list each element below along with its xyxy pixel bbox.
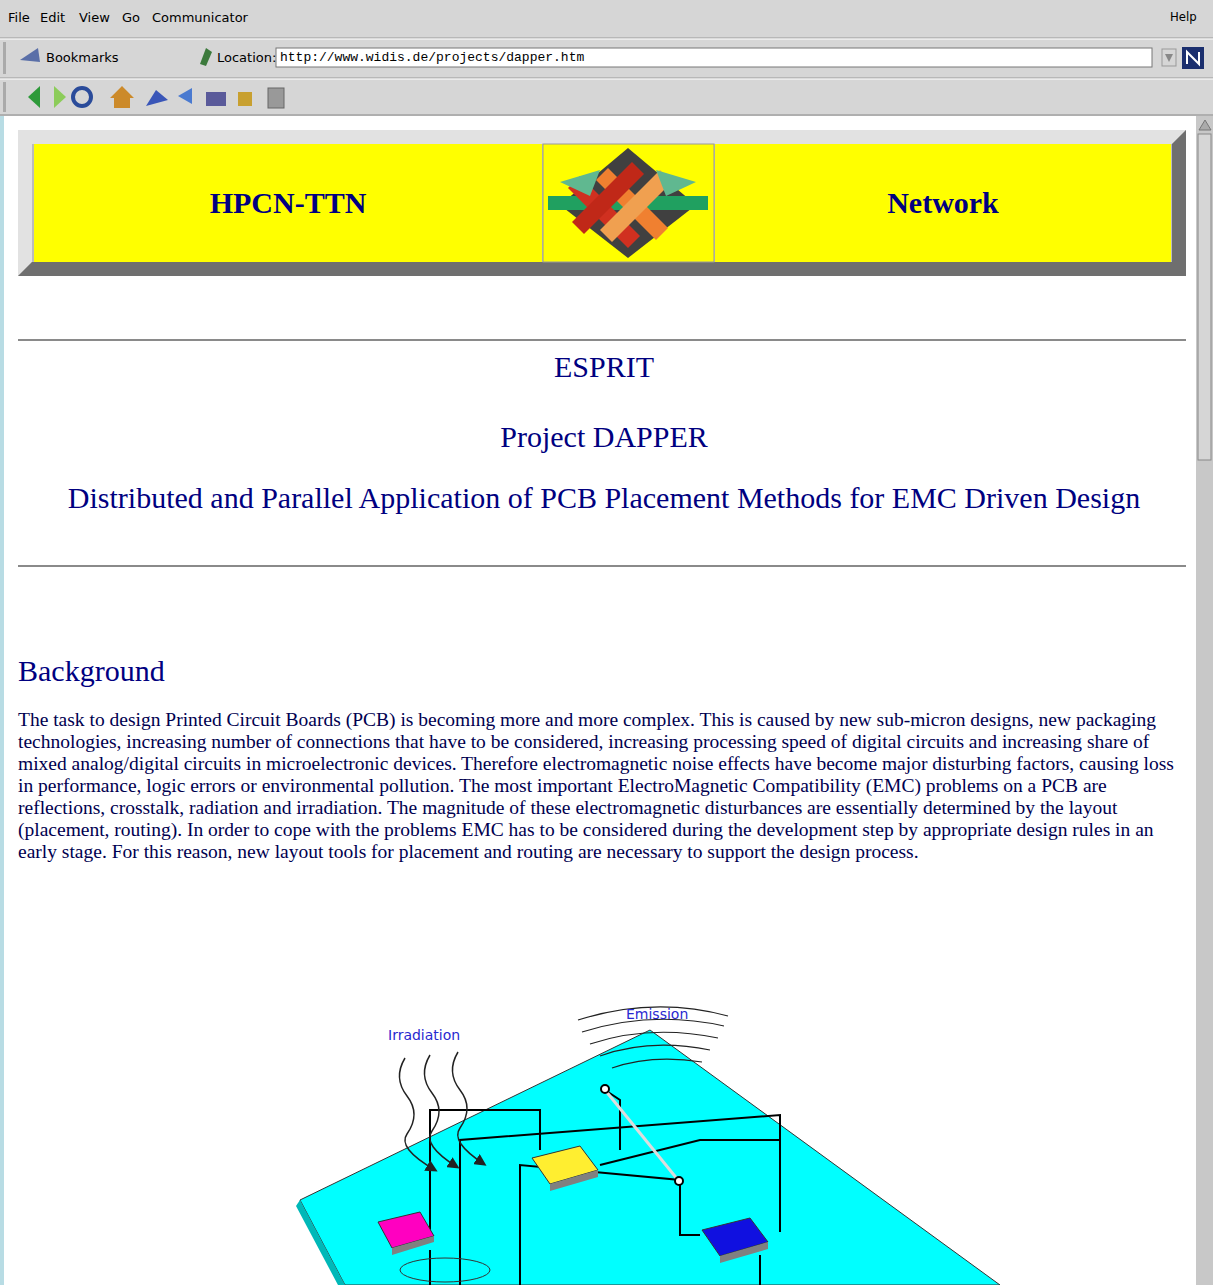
horizontal-rule <box>18 565 1186 567</box>
ic-chip <box>532 1146 598 1191</box>
banner-text: HPCN-TTN <box>210 186 367 220</box>
bookmarks-button: Bookmarks <box>46 50 119 65</box>
menu-item: View <box>79 10 110 25</box>
menu-item: Go <box>122 10 140 25</box>
banner-cell: Network <box>715 144 1171 262</box>
url-field <box>276 48 1152 67</box>
menu-item: Edit <box>40 10 65 25</box>
figure-label: Emission <box>626 1006 688 1022</box>
page-heading: ESPRIT <box>18 350 1190 384</box>
toolbar-area <box>0 0 1213 116</box>
bookmarks-icon <box>20 48 40 62</box>
irradiation-arrows <box>399 1052 484 1170</box>
ic-chip <box>378 1212 434 1255</box>
logo <box>548 148 708 258</box>
page-heading: Project DAPPER <box>18 420 1190 454</box>
ic-chip <box>702 1218 768 1263</box>
navigation-icons <box>28 86 284 108</box>
page-heading: Distributed and Parallel Application of … <box>18 480 1190 516</box>
location-label: Location: <box>217 50 276 65</box>
horizontal-rule <box>18 339 1186 341</box>
url-text: http://www.widis.de/projects/dapper.htm <box>280 50 584 65</box>
menu-item: Communicator <box>152 10 248 25</box>
section-heading: Background <box>18 654 165 688</box>
menu-item: File <box>8 10 30 25</box>
scrollbar-thumb <box>1198 134 1211 460</box>
banner-frame <box>18 130 1186 276</box>
figure-label: Irradiation <box>388 1027 460 1043</box>
emission-waves <box>578 1007 728 1068</box>
banner-text: Network <box>887 186 999 220</box>
pcb-illustration <box>296 1007 1000 1285</box>
logo-cell <box>543 144 714 262</box>
menu-item: Help <box>1170 10 1197 24</box>
banner-cell: HPCN-TTN <box>34 144 542 262</box>
body-paragraph: The task to design Printed Circuit Board… <box>18 709 1192 863</box>
netscape-logo <box>1182 47 1204 69</box>
location-icon <box>200 48 212 66</box>
scrollbar <box>1196 116 1213 1285</box>
